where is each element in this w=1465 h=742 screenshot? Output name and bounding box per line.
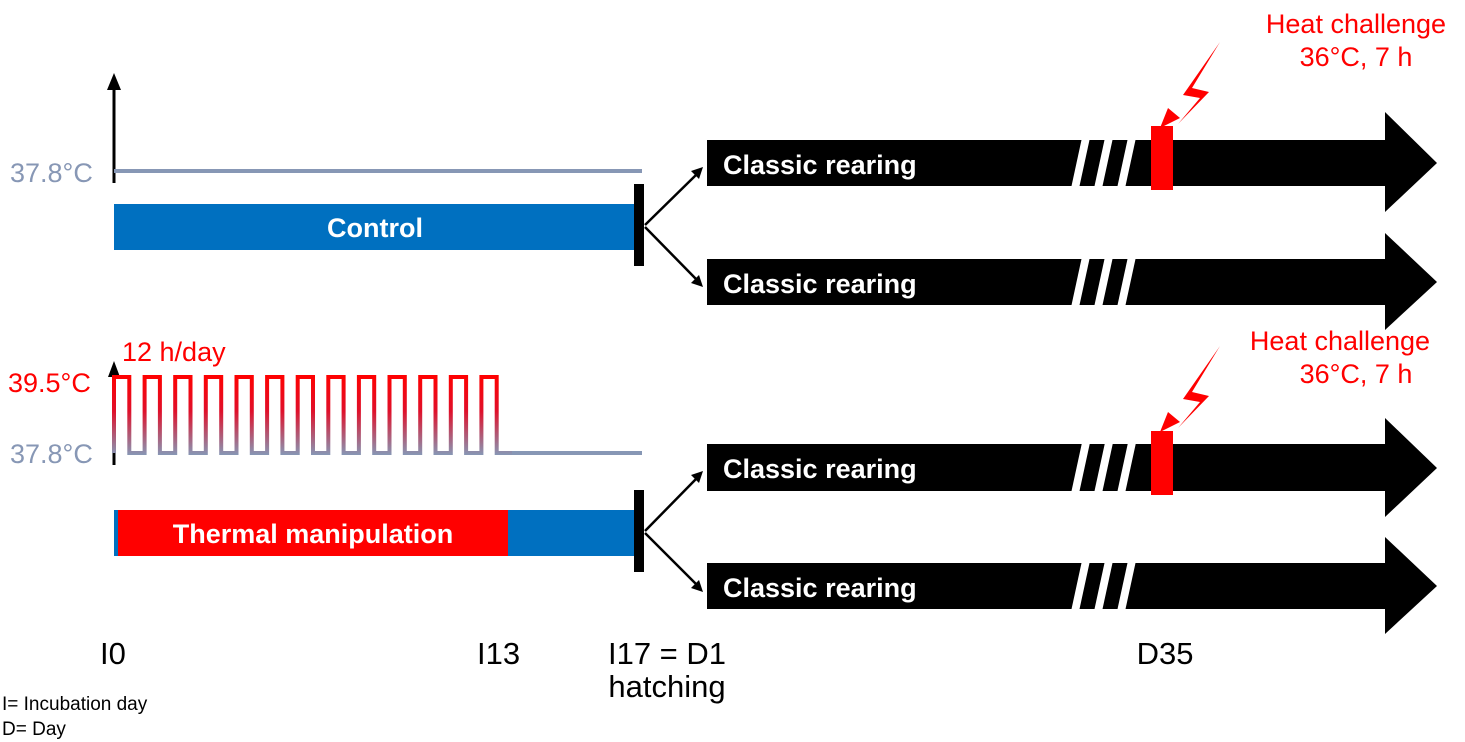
break-mark [1070, 438, 1137, 498]
abbreviation-legend: I= Incubation day D= Day [2, 694, 148, 740]
tm-temperature-square-wave [112, 375, 512, 455]
heat-challenge-bottom: Heat challenge 36°C, 7 h [1160, 326, 1430, 432]
control-axis-arrowhead [107, 73, 121, 90]
tm-hatching-tick [634, 490, 644, 572]
tm-high-temp-label: 39.5°C [8, 368, 91, 398]
heat-challenge-conditions: 36°C, 7 h [1300, 42, 1413, 72]
tm-axis-arrowhead [108, 361, 120, 377]
lightning-bolt-icon [1178, 42, 1220, 124]
control-bar [114, 204, 639, 250]
control-split-arrowhead-up [691, 167, 703, 179]
legend-day: D= Day [2, 719, 66, 740]
tm-rearing-arrow-challenged: Classic rearing [707, 418, 1437, 517]
control-split-arrow-down [644, 226, 697, 280]
tm-split-arrow-down [644, 532, 697, 585]
break-mark [1070, 252, 1137, 312]
control-baseline-temp-label: 37.8°C [10, 158, 93, 188]
rearing-label: Classic rearing [723, 150, 917, 180]
heat-challenge-top: Heat challenge 36°C, 7 h [1160, 9, 1446, 128]
timeline-labels: I0 I13 I17 = D1 hatching D35 [100, 636, 1193, 704]
thermal-manipulation-label: Thermal manipulation [173, 519, 454, 549]
control-rearing-arrow-challenged: Classic rearing [707, 112, 1437, 212]
heat-challenge-conditions: 36°C, 7 h [1300, 359, 1413, 389]
timeline-i13: I13 [477, 636, 520, 671]
tm-split-arrowhead-down [691, 580, 703, 592]
control-split-arrowhead-down [691, 275, 703, 287]
tm-split-arrow-up [644, 478, 697, 532]
legend-incubation-day: I= Incubation day [2, 694, 148, 715]
control-section: 37.8°C Control [10, 73, 703, 287]
control-hatching-tick [634, 184, 644, 266]
timeline-i0: I0 [100, 636, 126, 671]
break-mark [1070, 133, 1137, 193]
tm-baseline-temp-label: 37.8°C [10, 439, 93, 469]
tm-section: 12 h/day 39.5°C 37.8°C Thermal manipulat… [8, 337, 703, 592]
rearing-label: Classic rearing [723, 269, 917, 299]
lightning-bolt-tip [1160, 108, 1180, 128]
thermal-manipulation-bar [118, 510, 508, 556]
control-split-arrow-up [644, 174, 697, 226]
control-rearing-arrow: Classic rearing [707, 233, 1437, 330]
heat-challenge-title: Heat challenge [1250, 326, 1430, 356]
timeline-d35: D35 [1137, 636, 1194, 671]
timeline-hatching: hatching [608, 669, 725, 704]
heat-challenge-marker [1151, 431, 1173, 495]
heat-challenge-title: Heat challenge [1266, 9, 1446, 39]
tm-schedule-label: 12 h/day [122, 337, 226, 367]
rearing-label: Classic rearing [723, 454, 917, 484]
timeline-i17-d1: I17 = D1 [608, 636, 726, 671]
heat-challenge-marker [1151, 126, 1173, 190]
lightning-bolt-tip [1160, 412, 1180, 432]
control-bar-label: Control [327, 213, 423, 243]
tm-rearing-arrow: Classic rearing [707, 537, 1437, 634]
rearing-label: Classic rearing [723, 573, 917, 603]
break-mark [1070, 556, 1137, 616]
lightning-bolt-icon [1178, 346, 1220, 428]
tm-split-arrowhead-up [691, 471, 703, 483]
